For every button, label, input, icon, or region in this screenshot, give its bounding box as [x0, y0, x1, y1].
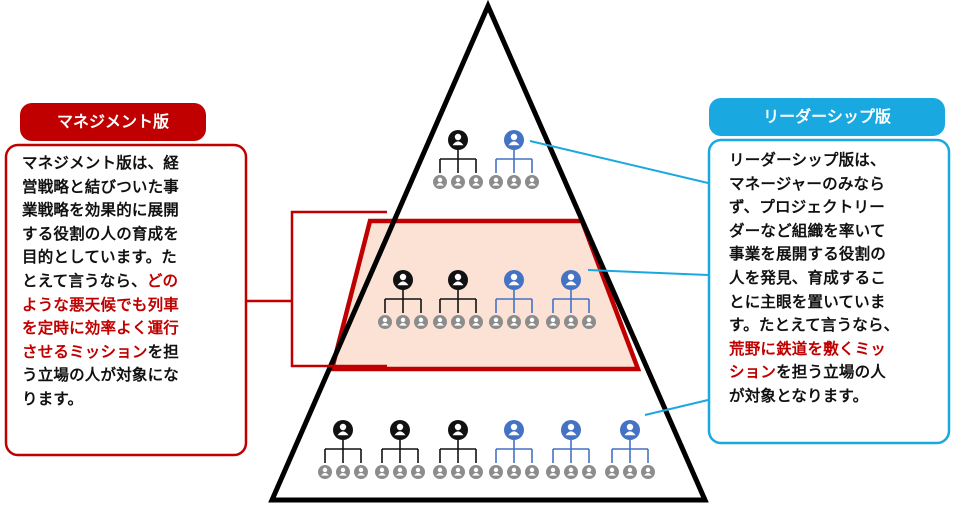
highlight-text: させるミッション: [22, 342, 148, 361]
subordinate-icon: [623, 465, 637, 479]
subordinate-icon: [451, 175, 465, 189]
leader-icon-blue: [504, 130, 524, 150]
subordinate-icon: [378, 315, 392, 329]
org-lines: [611, 440, 649, 463]
manager-icon-black: [390, 420, 410, 440]
management-box-frame: [4, 143, 248, 457]
subordinate-icon: [433, 175, 447, 189]
leadership-connector-middle: [587, 269, 709, 276]
body-text: リーダーシップ版は、: [729, 151, 886, 169]
org-lines: [495, 290, 533, 313]
org-lines: [495, 440, 533, 463]
body-text: 業戦略を効果的に展開: [22, 201, 180, 220]
subordinate-icon: [507, 175, 521, 189]
highlight-text: ような悪天候でも列車: [22, 295, 180, 314]
manager-icon-black: [393, 270, 413, 290]
highlight-text: どの: [146, 271, 179, 290]
org-lines: [381, 440, 419, 463]
subordinate-icon: [469, 315, 483, 329]
subordinate-icon: [433, 315, 447, 329]
body-text: う立場の人が対象にな: [22, 366, 180, 385]
subordinate-icon: [411, 465, 425, 479]
leadership-box-frame: [707, 138, 951, 445]
subordinate-icon: [336, 465, 350, 479]
subordinate-icon: [451, 465, 465, 479]
subordinate-icon: [469, 175, 483, 189]
org-lines: [439, 440, 477, 463]
body-text: マネージャーのみなら: [729, 174, 885, 193]
subordinate-icon: [641, 465, 655, 479]
manager-icon-black: [448, 270, 468, 290]
manager-icon-black: [448, 420, 468, 440]
body-text: 目的としています。た: [22, 248, 177, 267]
body-text: とに主眼を置いていま: [729, 292, 886, 311]
manager-icon-black: [448, 130, 468, 150]
subordinate-icon: [469, 465, 483, 479]
management-description: マネジメント版は、経営戦略と結びついた事業戦略を効果的に展開する役割の人の育成を…: [22, 152, 240, 412]
org-lines: [439, 290, 477, 313]
subordinate-icon: [525, 465, 539, 479]
subordinate-icon: [507, 465, 521, 479]
subordinate-icon: [525, 175, 539, 189]
subordinate-icon: [564, 315, 578, 329]
org-lines: [552, 290, 590, 313]
body-text: ります。: [22, 389, 84, 408]
leader-icon-blue: [620, 420, 640, 440]
subordinate-icon: [451, 315, 465, 329]
subordinate-icon: [546, 315, 560, 329]
body-text: ダーなど組織を率いて: [729, 221, 886, 240]
body-text: を担う立場の人: [776, 363, 887, 382]
subordinate-icon: [525, 315, 539, 329]
subordinate-icon: [489, 175, 503, 189]
leadership-description: リーダーシップ版は、マネージャーのみならず、プロジェクトリーダーなど組織を率いて…: [729, 149, 945, 409]
subordinate-icon: [396, 315, 410, 329]
body-text: ず、プロジェクトリー: [729, 198, 885, 217]
management-tag: マネジメント版: [20, 103, 206, 141]
subordinate-icon: [375, 465, 389, 479]
pyramid-outline: [268, 0, 709, 503]
body-text: が対象となります。: [729, 386, 869, 405]
subordinate-icon: [564, 465, 578, 479]
subordinate-icon: [582, 465, 596, 479]
body-text: 事業を展開する役割の: [729, 245, 887, 264]
subordinate-icon: [489, 465, 503, 479]
body-text: 営戦略と結びついた事: [22, 177, 180, 196]
body-text: とえて言うなら、: [22, 271, 147, 290]
subordinate-icon: [393, 465, 407, 479]
subordinate-icon: [414, 315, 428, 329]
management-bracket: [290, 210, 387, 368]
subordinate-icon: [489, 315, 503, 329]
highlight-text: 荒野に鉄道を敷くミッ: [729, 339, 887, 358]
body-text: する役割の人の育成を: [22, 224, 180, 243]
highlight-text: ション: [729, 363, 777, 382]
body-text: 人を発見、育成するこ: [729, 268, 887, 287]
subordinate-icon: [507, 315, 521, 329]
body-text: を担: [147, 342, 180, 361]
leadership-tag: リーダーシップ版: [709, 98, 945, 136]
subordinate-icon: [605, 465, 619, 479]
body-text: マネジメント版は、経: [22, 154, 180, 172]
manager-icon-black: [333, 420, 353, 440]
org-lines: [552, 440, 590, 463]
subordinate-icon: [433, 465, 447, 479]
leader-icon-blue: [504, 270, 524, 290]
subordinate-icon: [318, 465, 332, 479]
leadership-connector-top: [529, 140, 709, 184]
highlight-text: を定時に効率よく運行: [22, 319, 180, 338]
org-lines: [495, 150, 533, 173]
subordinate-icon: [546, 465, 560, 479]
leader-icon-blue: [504, 420, 524, 440]
leadership-connector-bottom: [644, 399, 709, 416]
body-text: す。たとえて言うなら、: [729, 316, 900, 335]
org-lines: [384, 290, 422, 313]
subordinate-icon: [354, 465, 368, 479]
middle-tier-band: [329, 218, 642, 372]
leader-icon-blue: [561, 420, 581, 440]
subordinate-icon: [582, 315, 596, 329]
org-lines: [324, 440, 362, 463]
leader-icon-blue: [561, 270, 581, 290]
org-lines: [439, 150, 477, 173]
